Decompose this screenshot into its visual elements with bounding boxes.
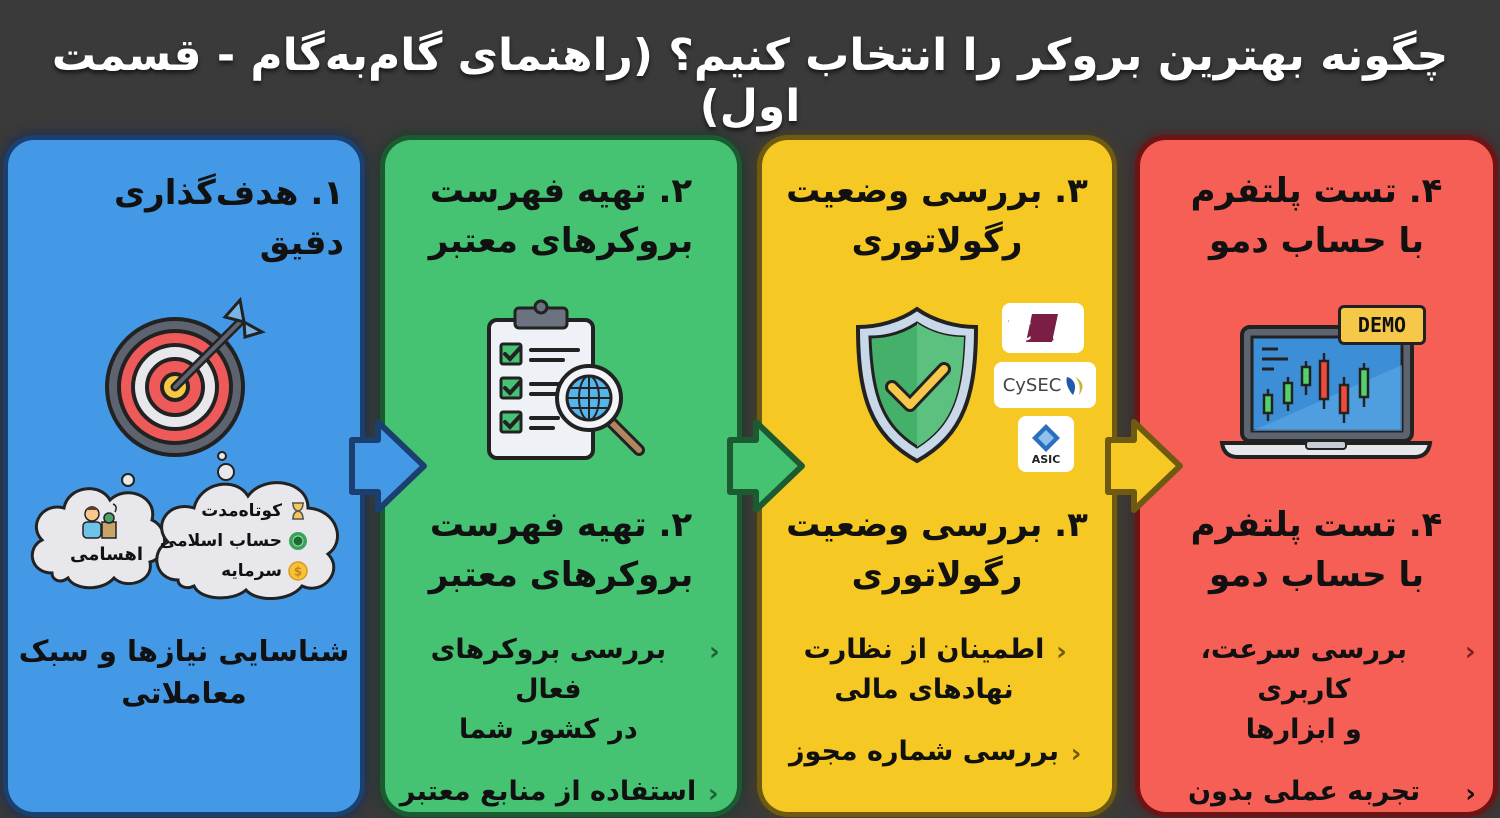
cloud-item-label: حساب اسلامی	[159, 531, 282, 551]
asic-label: ASIC	[1031, 452, 1061, 466]
step-3-repeat-heading: ۳. بررسی وضعیت رگولاتوری	[772, 500, 1102, 600]
bullet-line: بررسی بروکرهای فعال	[430, 634, 667, 705]
step-2-heading: ۲. تهیه فهرست بروکرهای معتبر	[395, 166, 727, 266]
description-line: معاملاتی	[121, 676, 247, 710]
cloud-left-label: اهسامی	[70, 544, 144, 565]
bullet-line: اطمینان از نظارت	[803, 634, 1045, 665]
page-title: چگونه بهترین بروکر را انتخاب کنیم؟ (راهن…	[51, 30, 1449, 132]
chevron-left-icon: ‹	[1464, 637, 1476, 667]
asic-logo: ASIC	[1018, 416, 1074, 472]
cloud-right-list: کوتاه‌مدت حساب اسلامی $ سرمایه	[158, 496, 308, 586]
heading-line: بروکرهای معتبر	[428, 221, 694, 261]
arrow-right-icon	[349, 419, 427, 513]
step-4-bullets: ‹ بررسی سرعت، کاربری و ابزارها ‹ تجربه عم…	[1154, 630, 1479, 818]
hourglass-icon	[292, 502, 304, 520]
svg-text:A: A	[1035, 314, 1054, 345]
bullet-item: ‹ بررسی بروکرهای فعال در کشور شما	[399, 630, 723, 750]
step-3-heading: ۳. بررسی وضعیت رگولاتوری	[772, 166, 1102, 266]
svg-text:C: C	[1012, 314, 1032, 345]
svg-text:$: $	[294, 565, 302, 579]
step-4-repeat-heading: ۴. تست پلتفرم با حساب دمو	[1150, 500, 1483, 600]
heading-line: رگولاتوری	[851, 555, 1023, 595]
chevron-left-icon: ‹	[1465, 779, 1476, 809]
bullet-item: ‹ بررسی شماره مجوز	[776, 732, 1098, 774]
heading-line: ۴. تست پلتفرم	[1190, 505, 1443, 545]
shield-check-icon	[855, 306, 979, 464]
heading-line: با حساب دمو	[1208, 555, 1425, 595]
clipboard-checklist-globe-icon	[487, 299, 645, 460]
bullet-item: ‹ اطمینان از نظارت نهادهای مالی	[776, 630, 1098, 710]
chevron-left-icon: ‹	[709, 637, 720, 667]
laptop-candlestick-chart-icon	[1219, 325, 1433, 459]
cysec-mark-icon	[1066, 377, 1083, 395]
step-4-heading: ۴. تست پلتفرم با حساب دمو	[1150, 166, 1483, 266]
bullet-item: ‹ بررسی سرعت، کاربری و ابزارها	[1154, 630, 1479, 750]
bullet-line: بررسی سرعت، کاربری	[1200, 634, 1407, 705]
bullet-line: و ابزارها	[1245, 714, 1362, 745]
coin-icon: $	[288, 561, 308, 581]
bullet-line: نهادهای مالی	[834, 674, 1014, 705]
cloud-item-label: کوتاه‌مدت	[201, 501, 282, 521]
bullet-line: استفاده از منابع معتبر	[399, 776, 697, 807]
cloud-item-short-term: کوتاه‌مدت	[158, 496, 308, 526]
heading-line: ۲. تهیه فهرست	[429, 171, 693, 211]
chevron-left-icon: ‹	[1070, 739, 1082, 769]
step-2-card: ۲. تهیه فهرست بروکرهای معتبر ۲. تهیه فهر…	[385, 140, 737, 812]
chevron-left-icon: ‹	[707, 779, 719, 809]
heading-line: ۲. تهیه فهرست	[429, 505, 693, 545]
step-2-bullets: ‹ بررسی بروکرهای فعال در کشور شما ‹ استفا…	[399, 630, 723, 818]
fca-logo: F C A	[1002, 303, 1084, 353]
heading-line: ۴. تست پلتفرم	[1190, 171, 1443, 211]
target-arrow-icon	[105, 296, 266, 457]
cloud-item-capital: $ سرمایه	[158, 556, 308, 586]
bullet-item: ‹ تجربه عملی بدون ریسک	[1154, 772, 1479, 818]
bullet-line: در کشور شما	[459, 714, 638, 745]
step-3-bullets: ‹ اطمینان از نظارت نهادهای مالی ‹ بررسی ش…	[776, 630, 1098, 796]
cloud-item-islamic-account: حساب اسلامی	[158, 526, 308, 556]
heading-line: بروکرهای معتبر	[428, 555, 694, 595]
step-3-card: ۳. بررسی وضعیت رگولاتوری F C A CySEC ASI…	[762, 140, 1112, 812]
step-1-card: ۱. هدف‌گذاری دقیق اهسامی کوتاه‌مدت	[8, 140, 360, 812]
step-1-heading: ۱. هدف‌گذاری دقیق	[113, 173, 344, 263]
arrow-right-icon	[1105, 419, 1183, 513]
chevron-left-icon: ‹	[1056, 637, 1067, 667]
description-line: شناسایی نیازها و سبک	[18, 634, 350, 668]
heading-line: ۳. بررسی وضعیت	[786, 505, 1088, 545]
cysec-logo: CySEC	[994, 362, 1096, 408]
person-with-mosque-icon	[82, 503, 117, 539]
fca-letter-f: F	[1008, 314, 1010, 345]
step-1-description: شناسایی نیازها و سبک معاملاتی	[18, 630, 350, 714]
cloud-item-label: سرمایه	[221, 561, 282, 581]
fca-logo-icon: F C A	[1008, 314, 1058, 345]
bullet-line: بررسی شماره مجوز	[788, 736, 1060, 767]
step-4-card: ۴. تست پلتفرم با حساب دمو DEMO ۴. تست پل…	[1140, 140, 1493, 818]
islamic-badge-icon	[289, 532, 307, 550]
asic-diamond-icon	[1032, 423, 1060, 452]
heading-line: رگولاتوری	[851, 221, 1023, 261]
bullet-item: ‹ استفاده از منابع معتبر	[399, 772, 723, 814]
demo-badge: DEMO	[1338, 305, 1426, 345]
cysec-label: CySEC	[1002, 374, 1062, 396]
heading-line: ۳. بررسی وضعیت	[786, 171, 1088, 211]
demo-label: DEMO	[1357, 313, 1407, 337]
arrow-right-icon	[727, 419, 805, 513]
heading-line: با حساب دمو	[1208, 221, 1425, 261]
bullet-line: تجربه عملی بدون ریسک	[1188, 776, 1421, 818]
thought-dot-icon	[121, 451, 235, 487]
step-2-repeat-heading: ۲. تهیه فهرست بروکرهای معتبر	[395, 500, 727, 600]
